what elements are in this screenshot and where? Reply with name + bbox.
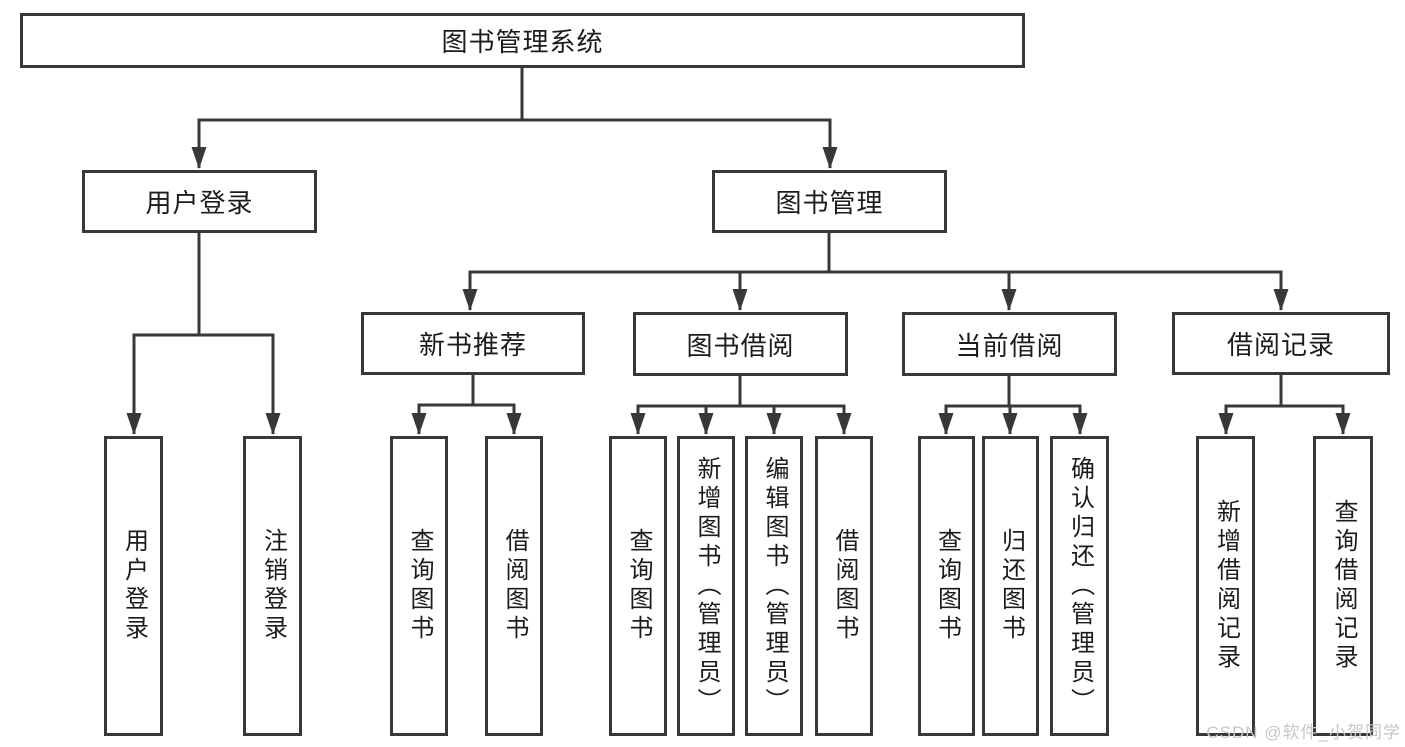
- node-leaf-query-borrow-record-label: 查询借阅记录: [1330, 499, 1357, 673]
- node-leaf-add-books-admin: 新增图书（管理员）: [677, 436, 735, 736]
- node-current-borrowing: 当前借阅: [902, 312, 1117, 376]
- node-leaf-borrow-books-label: 借阅图书: [831, 528, 858, 644]
- node-new-book-recommend: 新书推荐: [361, 312, 585, 375]
- node-leaf-query-books-borrowing-label: 查询图书: [625, 528, 652, 644]
- node-leaf-query-books-borrowing: 查询图书: [609, 436, 667, 736]
- node-current-borrowing-label: 当前借阅: [955, 330, 1064, 361]
- node-leaf-query-books-recommend-label: 查询图书: [406, 528, 433, 644]
- csdn-watermark: CSDN @软件_小贺同学: [1206, 723, 1401, 742]
- node-leaf-query-books-current: 查询图书: [918, 436, 975, 736]
- node-leaf-query-borrow-record: 查询借阅记录: [1313, 436, 1373, 736]
- node-leaf-confirm-return-admin-label: 确认归还（管理员）: [1066, 455, 1094, 717]
- node-leaf-logout: 注销登录: [243, 436, 302, 736]
- node-book-borrowing-label: 图书借阅: [686, 330, 795, 361]
- node-leaf-logout-label: 注销登录: [259, 528, 287, 644]
- node-new-book-recommend-label: 新书推荐: [418, 330, 527, 360]
- node-borrowing-records-label: 借阅记录: [1226, 330, 1335, 360]
- node-leaf-user-login-label: 用户登录: [120, 528, 148, 644]
- node-leaf-borrow-books-recommend-label: 借阅图书: [501, 528, 528, 644]
- node-leaf-borrow-books: 借阅图书: [815, 436, 873, 736]
- node-book-management-label: 图书管理: [775, 188, 884, 218]
- node-root-system: 图书管理系统: [20, 13, 1025, 68]
- node-user-login-label: 用户登录: [145, 188, 254, 218]
- node-leaf-add-borrow-record-label: 新增借阅记录: [1212, 499, 1240, 673]
- node-leaf-edit-books-admin-label: 编辑图书（管理员）: [761, 455, 788, 717]
- node-root-system-label: 图书管理系统: [441, 27, 604, 57]
- node-borrowing-records: 借阅记录: [1172, 312, 1390, 375]
- node-leaf-user-login: 用户登录: [104, 436, 163, 736]
- node-leaf-add-books-admin-label: 新增图书（管理员）: [693, 455, 720, 717]
- node-leaf-edit-books-admin: 编辑图书（管理员）: [745, 436, 803, 736]
- node-leaf-borrow-books-recommend: 借阅图书: [485, 436, 543, 736]
- node-leaf-query-books-recommend: 查询图书: [390, 436, 448, 736]
- node-book-borrowing: 图书借阅: [633, 312, 848, 376]
- node-book-management: 图书管理: [712, 170, 947, 233]
- node-leaf-query-books-current-label: 查询图书: [933, 528, 961, 644]
- node-user-login: 用户登录: [82, 170, 317, 233]
- node-leaf-confirm-return-admin: 确认归还（管理员）: [1050, 436, 1109, 736]
- node-leaf-return-books: 归还图书: [982, 436, 1039, 736]
- node-leaf-return-books-label: 归还图书: [997, 528, 1025, 644]
- node-leaf-add-borrow-record: 新增借阅记录: [1196, 436, 1255, 736]
